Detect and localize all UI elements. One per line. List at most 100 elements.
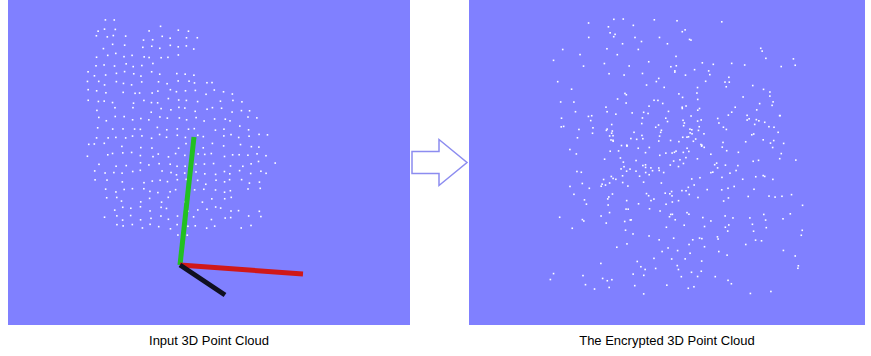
- point: [688, 136, 690, 138]
- point: [166, 136, 168, 138]
- point: [197, 101, 199, 103]
- point: [177, 234, 179, 236]
- point: [758, 120, 760, 122]
- point: [143, 182, 145, 184]
- point: [636, 139, 638, 141]
- point: [87, 155, 89, 157]
- point: [661, 182, 663, 184]
- point: [626, 144, 628, 146]
- point: [250, 173, 252, 175]
- point: [87, 71, 89, 73]
- point: [718, 122, 720, 124]
- point: [697, 99, 699, 101]
- point: [613, 36, 615, 38]
- point: [204, 154, 206, 156]
- point: [700, 270, 702, 272]
- point: [131, 84, 133, 86]
- point: [678, 93, 680, 95]
- point: [678, 166, 680, 168]
- point: [177, 179, 179, 181]
- point: [231, 111, 233, 113]
- point: [759, 103, 761, 105]
- point: [206, 108, 208, 110]
- point: [658, 170, 660, 172]
- point: [688, 194, 690, 196]
- point: [157, 127, 159, 129]
- point: [87, 89, 89, 91]
- point: [768, 195, 770, 197]
- point: [571, 227, 573, 229]
- point: [783, 143, 785, 145]
- point: [682, 119, 684, 121]
- point: [649, 208, 651, 210]
- point: [684, 122, 686, 124]
- point: [94, 179, 96, 181]
- point: [671, 191, 673, 193]
- point: [760, 47, 762, 49]
- point: [688, 213, 690, 215]
- point: [121, 146, 123, 148]
- point: [249, 182, 251, 184]
- point: [175, 189, 177, 191]
- point: [794, 64, 796, 66]
- point: [675, 65, 677, 67]
- point: [718, 251, 720, 253]
- point: [177, 80, 179, 82]
- point: [573, 194, 575, 196]
- point: [256, 117, 258, 119]
- point: [642, 117, 644, 119]
- point: [737, 165, 739, 167]
- point: [780, 153, 782, 155]
- point: [620, 168, 622, 170]
- point: [103, 143, 105, 145]
- x-axis: [180, 265, 303, 274]
- point: [677, 250, 679, 252]
- point: [241, 110, 243, 112]
- point: [733, 186, 735, 188]
- point: [682, 136, 684, 138]
- point: [184, 172, 186, 174]
- point: [97, 127, 99, 129]
- point: [667, 121, 669, 123]
- point: [693, 286, 695, 288]
- point: [772, 179, 774, 181]
- point: [95, 65, 97, 67]
- point: [764, 121, 766, 123]
- point: [194, 111, 196, 113]
- point: [622, 43, 624, 45]
- point: [765, 58, 767, 60]
- point: [661, 251, 663, 253]
- point: [132, 188, 134, 190]
- point: [609, 150, 611, 152]
- point: [194, 82, 196, 84]
- point: [559, 216, 561, 218]
- point: [698, 126, 700, 128]
- point: [761, 50, 763, 52]
- point: [140, 147, 142, 149]
- point: [699, 108, 701, 110]
- point: [140, 118, 142, 120]
- point: [648, 61, 650, 63]
- z-axis: [180, 265, 225, 295]
- point: [157, 102, 159, 104]
- point: [140, 129, 142, 131]
- point: [622, 182, 624, 184]
- point: [229, 173, 231, 175]
- point: [169, 163, 171, 165]
- point: [690, 115, 692, 117]
- point: [159, 116, 161, 118]
- point: [638, 49, 640, 51]
- point: [692, 239, 694, 241]
- point: [746, 115, 748, 117]
- point: [553, 273, 555, 275]
- point: [615, 113, 617, 115]
- point: [134, 128, 136, 130]
- point: [652, 170, 654, 172]
- point: [125, 63, 127, 65]
- point: [578, 129, 580, 131]
- point: [224, 156, 226, 158]
- point: [107, 55, 109, 57]
- point: [140, 219, 142, 221]
- point: [632, 233, 634, 235]
- point: [134, 93, 136, 95]
